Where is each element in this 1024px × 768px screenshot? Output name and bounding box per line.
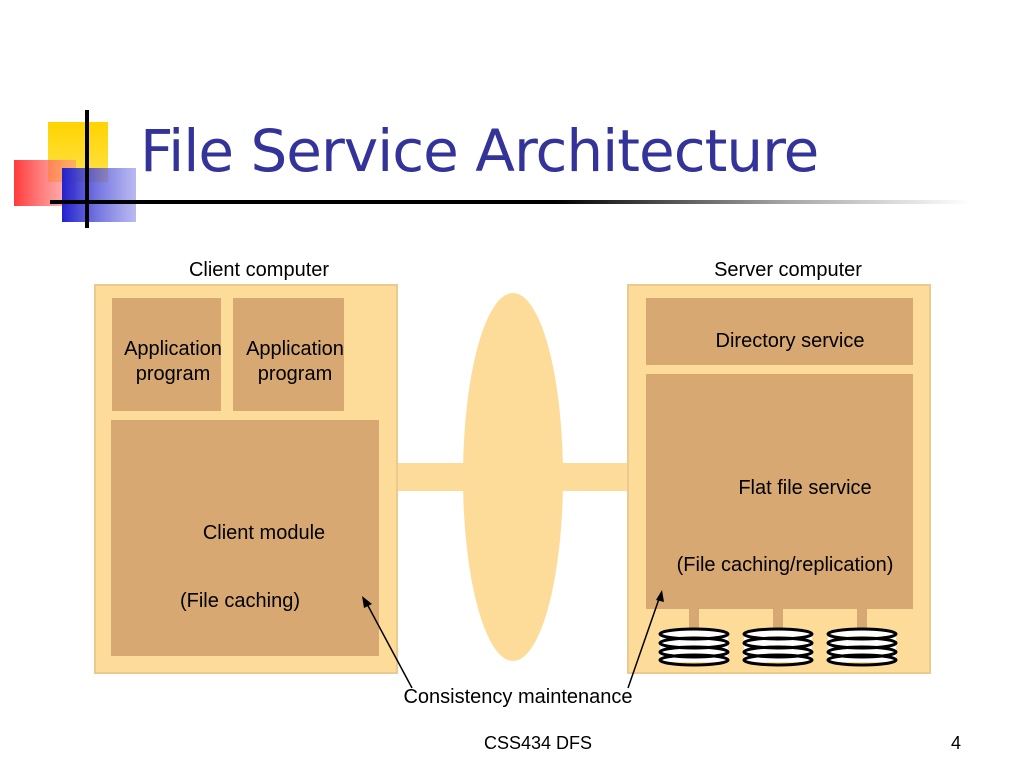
footer-text: CSS434 DFS <box>484 733 593 753</box>
network-ellipse <box>463 293 563 661</box>
flat-file-service-label: Flat file service <box>738 477 872 499</box>
server-computer-label: Server computer <box>714 259 862 281</box>
disk-icon <box>742 627 814 667</box>
title-divider <box>50 200 970 204</box>
slide-title: File Service Architecture <box>140 117 819 185</box>
client-app-2-box <box>233 298 344 411</box>
consistency-arrow-client <box>365 601 413 689</box>
page-number: 4 <box>951 733 962 753</box>
flat-file-service-box <box>646 374 913 609</box>
directory-service-box <box>646 298 913 365</box>
directory-service-label: Directory service <box>715 330 865 352</box>
client-app-1-label: Application program <box>124 338 222 385</box>
decorative-squares-icon <box>14 110 136 228</box>
client-module-box <box>111 420 379 656</box>
client-file-caching-label: (File caching) <box>179 590 301 612</box>
disk-icon <box>826 627 898 667</box>
consistency-arrow-server <box>627 595 661 689</box>
client-app-1-box <box>112 298 221 411</box>
file-caching-replication-label: (File caching/replication) <box>676 554 894 576</box>
client-app-2-label: Application program <box>246 338 344 385</box>
client-module-label: Client module <box>202 522 326 544</box>
client-computer-label: Client computer <box>188 259 330 281</box>
consistency-maintenance-label: Consistency maintenance <box>403 686 633 708</box>
disk-icon <box>658 627 730 667</box>
